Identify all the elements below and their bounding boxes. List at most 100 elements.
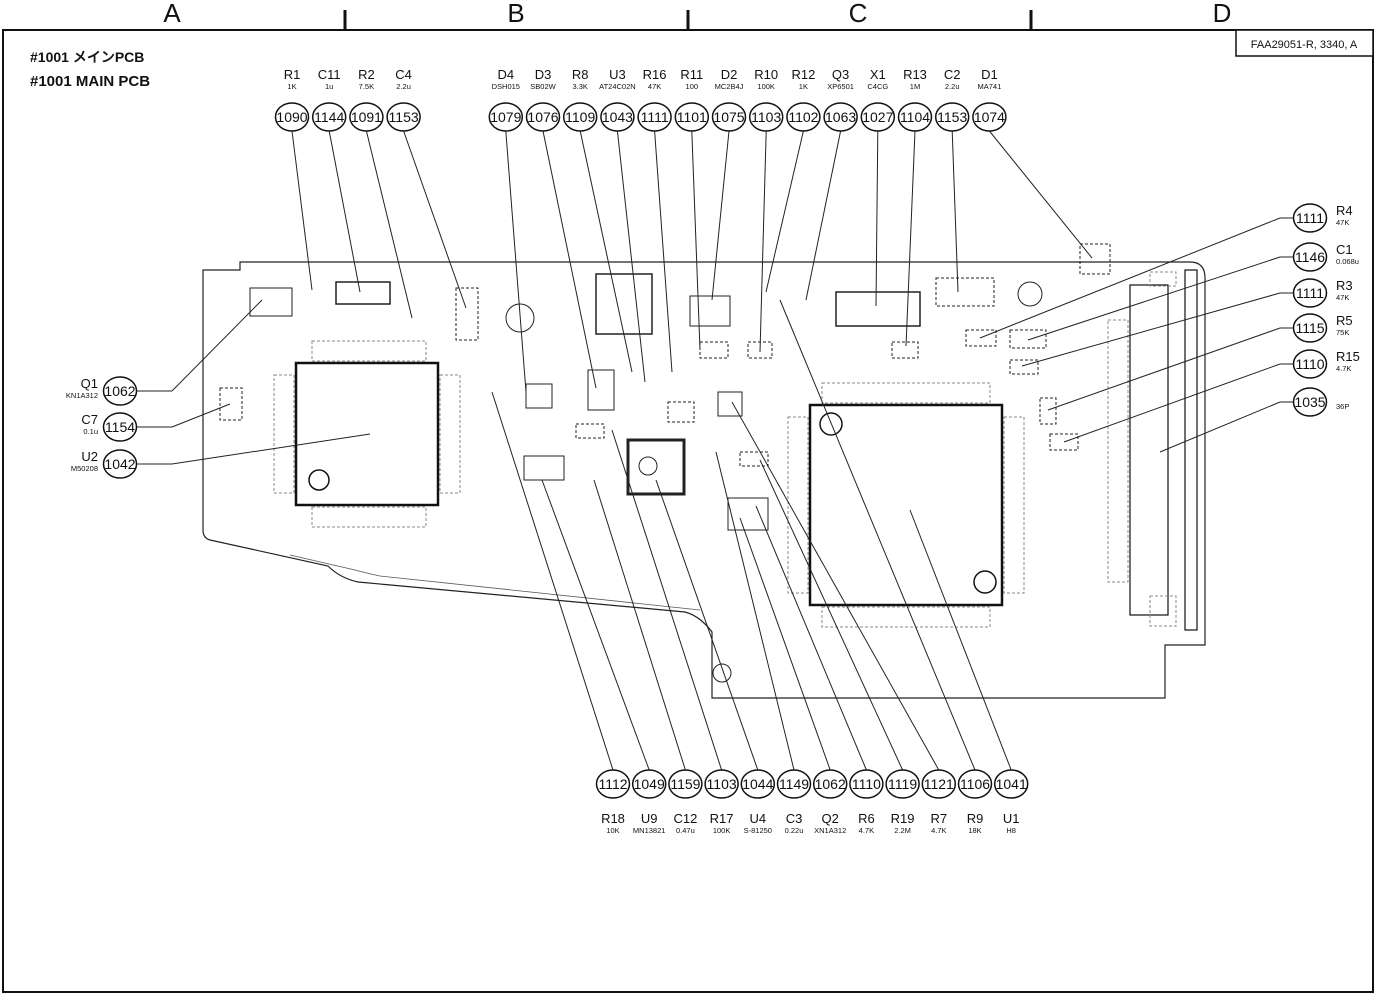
callout-bubble (860, 102, 896, 132)
callout-bottom_refs-5: 1149 (776, 769, 812, 799)
callout-number: 1110 (852, 776, 881, 792)
component-value: XP6501 (827, 82, 854, 91)
component-ref: R6 (858, 811, 875, 826)
leader-line (403, 130, 467, 309)
callout-top_refs-11: 1103 (748, 102, 784, 132)
component-ref: R3 (1336, 278, 1353, 293)
callout-right_refs-0: 1111 (1292, 203, 1328, 233)
component-value: M50208 (71, 464, 98, 473)
callout-bubble (885, 769, 920, 799)
component-ref: R13 (903, 67, 927, 82)
leader-line (579, 130, 633, 373)
component-value: 0.1u (83, 427, 98, 436)
callout-bubble (102, 412, 138, 442)
callout-bubble (812, 769, 848, 799)
component-value: 4.7K (859, 826, 874, 835)
component-value: C4CG (867, 82, 888, 91)
component-value: SB02W (530, 82, 556, 91)
bottom-reference-labels: 1112R1810K1049U9MN138211159C120.47u1103R… (491, 299, 1029, 835)
callout-number: 1062 (104, 383, 135, 399)
callout-bubble (934, 102, 970, 132)
component-value: 36P (1336, 402, 1349, 411)
grid-column-label-c: C (849, 0, 868, 28)
callout-bubble (849, 769, 884, 799)
callout-number: 1110 (1295, 356, 1324, 372)
callout-top_refs-15: 1104 (897, 102, 933, 132)
callout-top_refs-13: 1063 (823, 102, 858, 132)
component-value: 10K (606, 826, 619, 835)
callout-top_refs-3: 1153 (386, 102, 421, 132)
callout-number: 1103 (707, 776, 737, 792)
top-reference-labels: R11K1090C111u1144R27.5K1091C42.2u1153D4D… (274, 67, 1093, 393)
callout-top_refs-2: 1091 (349, 102, 384, 132)
callout-number: 1106 (960, 776, 990, 792)
document-code: FAA29051-R, 3340, A (1251, 39, 1358, 51)
leader-line (1021, 292, 1281, 367)
component-value: 4.7K (1336, 364, 1351, 373)
title-japanese: #1001 メインPCB (30, 49, 144, 65)
callout-bubble (786, 102, 821, 132)
component-value: AT24C02N (599, 82, 636, 91)
document-code-box: FAA29051-R, 3340, A (1235, 29, 1374, 57)
callout-bubble (525, 102, 561, 132)
component-value: S-81250 (744, 826, 772, 835)
pcb-board-outline (202, 261, 1206, 699)
component-ref: R12 (791, 67, 815, 82)
component-value: 100K (713, 826, 731, 835)
callout-top_refs-10: 1075 (711, 102, 747, 132)
leader-line (979, 217, 1281, 339)
component-value: 7.5K (359, 82, 374, 91)
component-value: 0.47u (676, 826, 695, 835)
callout-number: 1115 (1295, 320, 1324, 336)
component-value: 1u (325, 82, 333, 91)
component-ref: R9 (967, 811, 984, 826)
component-value: DSH015 (492, 82, 520, 91)
grid-column-label-d: D (1213, 0, 1232, 28)
callout-number: 1154 (105, 419, 135, 435)
component-value: 2.2u (396, 82, 411, 91)
callout-top_refs-4: 1079 (488, 102, 524, 132)
leader-line (951, 130, 959, 293)
callout-right_refs-5: 1035 (1292, 387, 1328, 417)
component-ref: D2 (721, 67, 738, 82)
leader-line (989, 130, 1093, 259)
leader-line (1063, 363, 1281, 443)
component-ref: U4 (749, 811, 766, 826)
callout-bubble (595, 769, 631, 799)
callout-left_refs-0: 1062 (102, 376, 138, 406)
right-reference-labels: R447K1111C10.068u1146R347K1111R575K1115R… (979, 203, 1360, 453)
component-ref: C11 (318, 67, 341, 82)
pcb-board-inner-edge (289, 554, 701, 611)
callout-left_refs-1: 1154 (102, 412, 138, 442)
title-english: #1001 MAIN PCB (30, 73, 150, 90)
callout-bubble (993, 769, 1029, 799)
leader-line (759, 459, 904, 771)
callout-bubble (1292, 278, 1328, 308)
callout-bubble (823, 102, 858, 132)
component-ref: C4 (395, 67, 412, 82)
callout-top_refs-17: 1074 (972, 102, 1007, 132)
component-ref: Q1 (81, 376, 98, 391)
callout-right_refs-1: 1146 (1292, 242, 1328, 272)
callout-bubble (349, 102, 384, 132)
callout-bubble (668, 769, 703, 799)
callout-number: 1102 (788, 109, 818, 125)
component-value: 2.2M (894, 826, 911, 835)
component-ref: U3 (609, 67, 626, 82)
leader-line (655, 479, 759, 771)
component-value: 2.2u (945, 82, 960, 91)
leader-line (171, 403, 231, 428)
callout-right_refs-2: 1111 (1292, 278, 1328, 308)
component-value: 100K (757, 82, 775, 91)
leader-line (505, 130, 527, 393)
leader-line (909, 509, 1012, 771)
leader-line (711, 130, 730, 301)
component-value: XN1A312 (814, 826, 846, 835)
callout-bubble (600, 102, 635, 132)
callout-bottom_refs-6: 1062 (812, 769, 848, 799)
callout-bubble (1292, 203, 1328, 233)
callout-bubble (704, 769, 739, 799)
component-ref: R16 (643, 67, 667, 82)
leader-line (731, 401, 940, 771)
callout-number: 1049 (634, 776, 665, 792)
